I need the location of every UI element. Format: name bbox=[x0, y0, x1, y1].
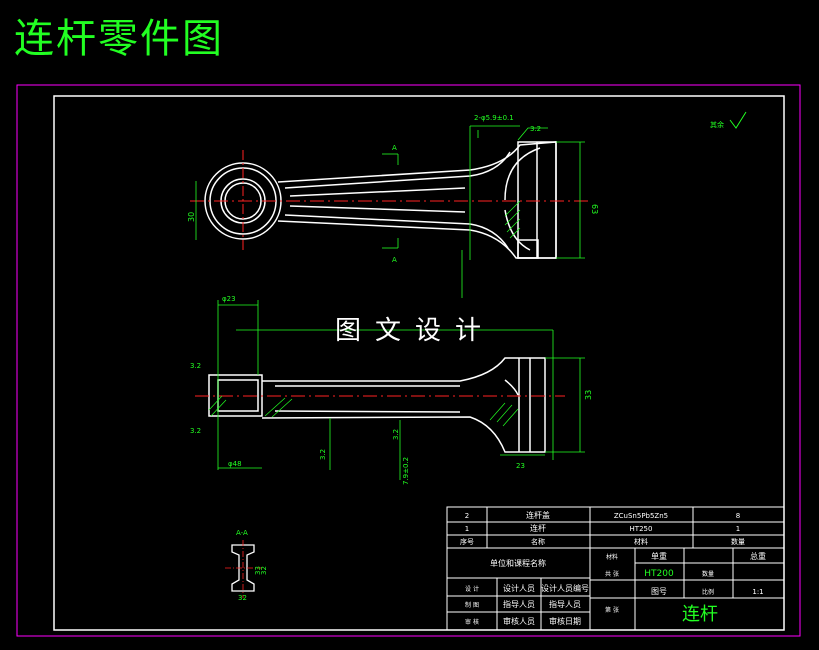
designer-label: 设计人员 bbox=[503, 583, 535, 593]
top-hatch bbox=[504, 200, 521, 239]
section-mark-a-top: A bbox=[392, 144, 397, 152]
part-no-1: 1 bbox=[465, 525, 469, 533]
section-dim-3: 32 bbox=[238, 594, 247, 602]
top-view bbox=[204, 141, 557, 259]
design-no-label: 设计人员编号 bbox=[541, 583, 589, 593]
part-material-2: ZCuSn5Pb5Zn5 bbox=[614, 512, 668, 520]
top-bore-dim: 30 bbox=[187, 212, 196, 222]
header-no: 序号 bbox=[460, 537, 474, 546]
part-name-1: 连杆 bbox=[530, 523, 546, 533]
part-qty-1: 1 bbox=[736, 525, 740, 533]
side-bottom-dim: φ48 bbox=[228, 460, 242, 468]
ratio-label: 比例 bbox=[702, 588, 714, 596]
section-dim-1: 32 bbox=[260, 566, 268, 575]
section-label: A-A bbox=[236, 529, 248, 537]
part-name-title: 连杆 bbox=[682, 604, 718, 625]
watermark: 图文设计 bbox=[335, 316, 496, 346]
part-no-2: 2 bbox=[465, 512, 469, 520]
top-slot-dim: 2-φ5.9±0.1 bbox=[474, 114, 514, 122]
outer-frame bbox=[16, 84, 801, 637]
sheet-label: 第 张 bbox=[605, 606, 619, 614]
top-height-dim: 63 bbox=[590, 204, 599, 214]
scale-label: 单重 bbox=[651, 551, 667, 561]
side-center-dim: 7.9±0.2 bbox=[402, 457, 410, 485]
staff-row-review: 审 核 bbox=[465, 618, 479, 626]
header-material: 材料 bbox=[634, 537, 648, 546]
qty-label: 数量 bbox=[702, 570, 714, 578]
drawing-title: 连杆零件图 bbox=[14, 16, 224, 62]
guide2-label: 指导人员 bbox=[549, 599, 581, 609]
guide-label: 指导人员 bbox=[503, 599, 535, 609]
reviewer-label: 审核人员 bbox=[503, 616, 535, 626]
surface-note: 其余 bbox=[710, 120, 724, 129]
inner-frame bbox=[53, 95, 785, 631]
side-view bbox=[208, 357, 546, 453]
title-block bbox=[446, 506, 785, 631]
part-material-1: HT250 bbox=[630, 525, 653, 533]
side-height-dim: 33 bbox=[584, 390, 593, 400]
staff-row-draw: 制 图 bbox=[465, 601, 479, 609]
top-dimensions bbox=[195, 125, 585, 298]
side-hatch bbox=[208, 395, 519, 427]
side-roughness-4: 3.2 bbox=[392, 429, 400, 440]
side-dimensions bbox=[217, 300, 585, 480]
company-name: 单位和课程名称 bbox=[490, 558, 546, 568]
roughness-symbol-icon bbox=[729, 111, 747, 129]
side-right-dim: 23 bbox=[516, 462, 525, 470]
ratio-value: 1:1 bbox=[752, 588, 763, 596]
side-roughness-3: 3.2 bbox=[319, 449, 327, 460]
material-label: 材料 bbox=[606, 553, 618, 561]
section-mark-a-bottom: A bbox=[392, 256, 397, 264]
staff-row-design: 设 计 bbox=[465, 585, 479, 593]
top-roughness: 3.2 bbox=[530, 125, 541, 133]
side-roughness-1: 3.2 bbox=[190, 362, 201, 370]
section-view bbox=[231, 544, 255, 592]
side-top-dim: φ23 bbox=[222, 295, 236, 303]
section-dim-2: 33 bbox=[254, 566, 262, 575]
weight-label: 总重 bbox=[750, 551, 766, 561]
extra-label: 共 张 bbox=[605, 570, 619, 578]
material-value: HT200 bbox=[644, 569, 674, 579]
drawing-no-label: 图号 bbox=[651, 587, 667, 596]
part-qty-2: 8 bbox=[736, 512, 740, 520]
review-date-label: 审核日期 bbox=[549, 616, 581, 626]
header-qty: 数量 bbox=[731, 537, 745, 546]
side-roughness-2: 3.2 bbox=[190, 427, 201, 435]
header-name: 名称 bbox=[531, 537, 545, 546]
part-name-2: 连杆盖 bbox=[526, 510, 550, 520]
